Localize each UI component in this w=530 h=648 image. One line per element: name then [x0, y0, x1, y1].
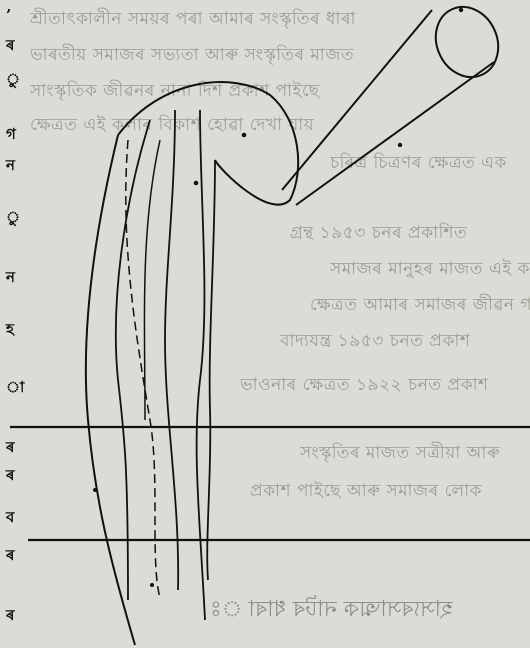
hair-strand: [144, 140, 160, 420]
hair-strand: [207, 160, 215, 580]
cone-side: [282, 10, 432, 190]
hair-strand-dashed: [126, 140, 160, 598]
cone-opening: [425, 0, 510, 87]
dot: [150, 583, 154, 587]
dot: [398, 143, 402, 147]
cone-side: [296, 62, 494, 205]
hair-strand: [197, 110, 205, 620]
dot: [242, 133, 247, 138]
dot: [459, 8, 463, 12]
dot: [93, 488, 97, 492]
head-outline: [118, 82, 298, 205]
dot: [194, 181, 199, 186]
hair-strand: [165, 110, 178, 590]
